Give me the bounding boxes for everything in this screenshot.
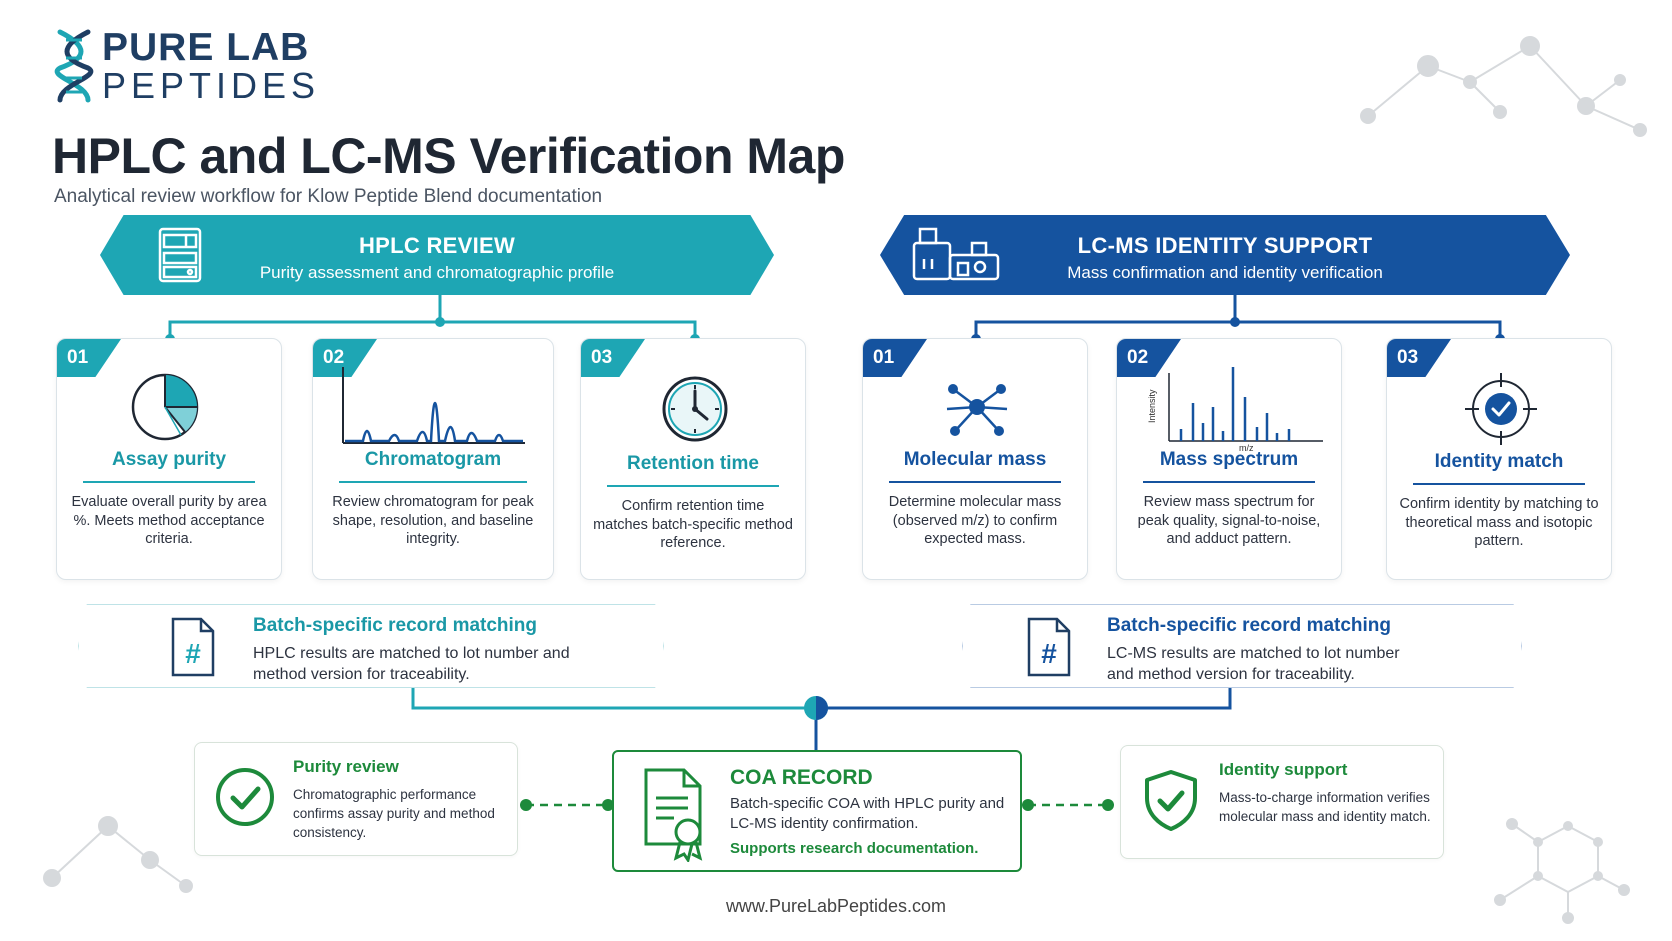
lcms-step-card-mass-spectrum: 02 Intensity m/z Mass spectrum Review ma… xyxy=(1116,338,1342,580)
match-title: Batch-specific record matching xyxy=(1107,615,1392,636)
lcms-instrument-icon xyxy=(912,227,1000,281)
card-divider xyxy=(1143,481,1315,483)
coa-note: Supports research documentation. xyxy=(730,840,979,857)
lcms-step-card-identity-match: 03 Identity match Confirm identity by ma… xyxy=(1386,338,1612,580)
brand-name-line1: PURE LAB xyxy=(102,26,310,69)
coa-record-box: COA RECORD Batch-specific COA with HPLC … xyxy=(612,750,1022,872)
purity-review-box: Purity review Chromatographic performanc… xyxy=(194,742,518,856)
svg-text:#: # xyxy=(185,638,201,669)
mass-spectrum-y-axis-label: Intensity xyxy=(1147,389,1157,423)
decor-hexagon-bottom-right xyxy=(1494,818,1630,924)
purity-review-text: Chromatographic performance confirms ass… xyxy=(293,787,495,840)
step-title: Chromatogram xyxy=(364,449,502,470)
card-divider xyxy=(1413,483,1585,485)
chromatogram-icon xyxy=(342,367,525,444)
card-divider xyxy=(607,485,779,487)
decor-molecule-bottom-left xyxy=(43,816,193,893)
match-title: Batch-specific record matching xyxy=(253,615,538,636)
certificate-document-icon xyxy=(644,768,703,862)
card-divider xyxy=(339,481,527,483)
shield-check-icon xyxy=(1145,770,1197,831)
mass-spectrum-icon xyxy=(1168,367,1323,442)
svg-text:#: # xyxy=(1041,638,1057,669)
card-divider xyxy=(83,481,255,483)
molecule-icon xyxy=(946,384,1008,436)
purity-review-title: Purity review xyxy=(293,757,399,776)
step-description: Confirm identity by matching to theoreti… xyxy=(1399,496,1599,549)
step-description: Review mass spectrum for peak quality, s… xyxy=(1137,494,1321,547)
decor-molecule-top-right xyxy=(1360,36,1647,137)
document-hash-icon: # xyxy=(1027,617,1071,677)
identity-support-title: Identity support xyxy=(1219,760,1348,779)
lcms-banner-subtitle: Mass confirmation and identity verificat… xyxy=(1067,263,1383,282)
page-title: HPLC and LC-MS Verification Map xyxy=(52,128,845,184)
hplc-step-card-chromatogram: 02 Chromatogram Review chromatogram for … xyxy=(312,338,554,580)
hplc-banner-title: HPLC REVIEW xyxy=(358,233,516,258)
lcms-banner-title: LC-MS IDENTITY SUPPORT xyxy=(1077,233,1373,258)
step-description: Review chromatogram for peak shape, reso… xyxy=(332,494,534,547)
step-title: Retention time xyxy=(627,453,759,474)
lcms-identity-banner: LC-MS IDENTITY SUPPORT Mass confirmation… xyxy=(880,215,1570,295)
hplc-step-card-assay-purity: 01 Assay purity Evaluate overall purity … xyxy=(56,338,282,580)
step-description: Determine molecular mass (observed m/z) … xyxy=(888,494,1062,547)
check-circle-icon xyxy=(216,768,274,826)
page-subtitle: Analytical review workflow for Klow Pept… xyxy=(54,186,603,207)
dna-helix-icon xyxy=(54,29,94,103)
brand-name-line2: PEPTIDES xyxy=(102,65,321,106)
clock-icon xyxy=(662,376,728,442)
lcms-step-card-molecular-mass: 01 Molecular mass Determine molecular ma… xyxy=(862,338,1088,580)
hplc-instrument-icon xyxy=(158,227,202,283)
lcms-batch-record-matching: # Batch-specific record matching LC-MS r… xyxy=(962,604,1522,688)
brand-logo: PURE LAB PEPTIDES xyxy=(52,26,352,106)
coa-title: COA RECORD xyxy=(730,766,873,789)
hplc-review-banner: HPLC REVIEW Purity assessment and chroma… xyxy=(100,215,774,295)
step-title: Mass spectrum xyxy=(1159,449,1299,470)
hplc-step-card-retention-time: 03 Retention time Confirm retention time… xyxy=(580,338,806,580)
identity-support-box: Identity support Mass-to-charge informat… xyxy=(1120,745,1444,859)
match-text: HPLC results are matched to lot number a… xyxy=(253,645,570,683)
mass-spectrum-x-axis-label: m/z xyxy=(1239,443,1254,453)
match-text: LC-MS results are matched to lot number … xyxy=(1107,645,1400,683)
document-hash-icon: # xyxy=(171,617,215,677)
coa-text: Batch-specific COA with HPLC purity and … xyxy=(730,795,1005,832)
hplc-banner-subtitle: Purity assessment and chromatographic pr… xyxy=(259,263,615,282)
footer-website-link[interactable]: www.PureLabPeptides.com xyxy=(725,896,947,916)
step-description: Confirm retention time matches batch-spe… xyxy=(593,498,793,551)
identity-support-text: Mass-to-charge information verifies mole… xyxy=(1219,790,1431,824)
card-divider xyxy=(889,481,1061,483)
target-check-icon xyxy=(1465,373,1537,445)
step-description: Evaluate overall purity by area %. Meets… xyxy=(71,494,267,547)
pie-chart-icon xyxy=(131,373,199,441)
step-title: Molecular mass xyxy=(903,449,1047,470)
step-title: Identity match xyxy=(1434,451,1564,472)
step-title: Assay purity xyxy=(111,449,227,470)
hplc-batch-record-matching: # Batch-specific record matching HPLC re… xyxy=(78,604,664,688)
